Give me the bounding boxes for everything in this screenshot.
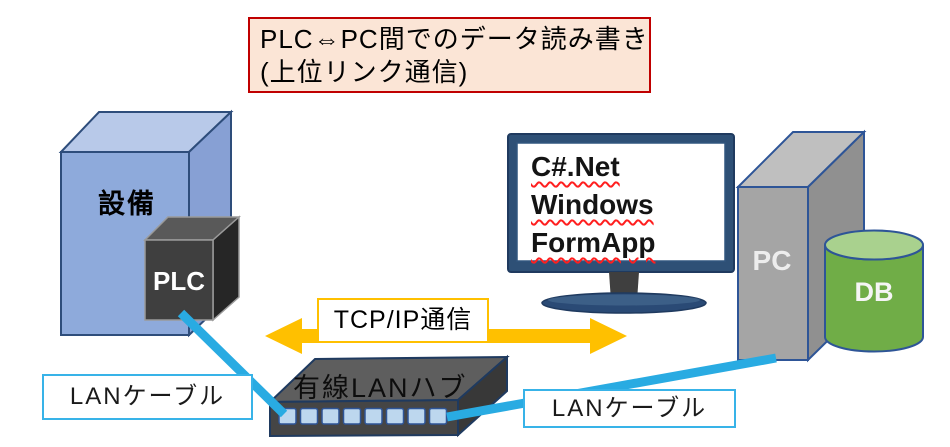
monitor-screen [516, 142, 726, 262]
db-label: DB [854, 277, 894, 307]
db-top [824, 229, 924, 261]
monitor-base-highlight [548, 294, 700, 306]
hub-ports [278, 407, 448, 425]
lan-cable-label-right: LANケーブル [523, 389, 736, 428]
plc-box [143, 215, 241, 322]
lan-cable-left-line [177, 309, 288, 418]
monitor-app-line1: C#.Net [531, 151, 620, 182]
pc-label: PC [752, 245, 792, 276]
lan-cable-right-line [446, 353, 777, 422]
lan-cable-label-left: LANケーブル [42, 374, 253, 420]
hub-port [407, 407, 426, 425]
pc-front-face [737, 186, 809, 361]
monitor [507, 133, 735, 314]
hub-label: 有線LANハブ [293, 373, 468, 403]
monitor-app-line2: Windows [531, 189, 654, 220]
hub-port [385, 407, 405, 425]
db-cylinder [824, 229, 924, 353]
hub-port [321, 407, 340, 425]
hub-port [342, 407, 362, 425]
equipment-label: 設備 [98, 189, 156, 219]
hub-port [364, 407, 383, 425]
plc-front-face [144, 239, 214, 321]
title-line1: PLC⇔PC間でのデータ読み書き [260, 24, 649, 54]
title-box: PLC⇔PC間でのデータ読み書き (上位リンク通信) [248, 17, 651, 93]
lan-hub [267, 354, 510, 438]
title-line2: (上位リンク通信) [260, 57, 469, 87]
plc-label: PLC [153, 266, 205, 296]
hub-port [428, 407, 448, 425]
hub-port [299, 407, 319, 425]
tcp-label-box: TCP/IP通信 [317, 298, 489, 343]
monitor-app-text: C#.Net Windows FormApp [531, 148, 655, 262]
monitor-app-line3: FormApp [531, 227, 656, 258]
